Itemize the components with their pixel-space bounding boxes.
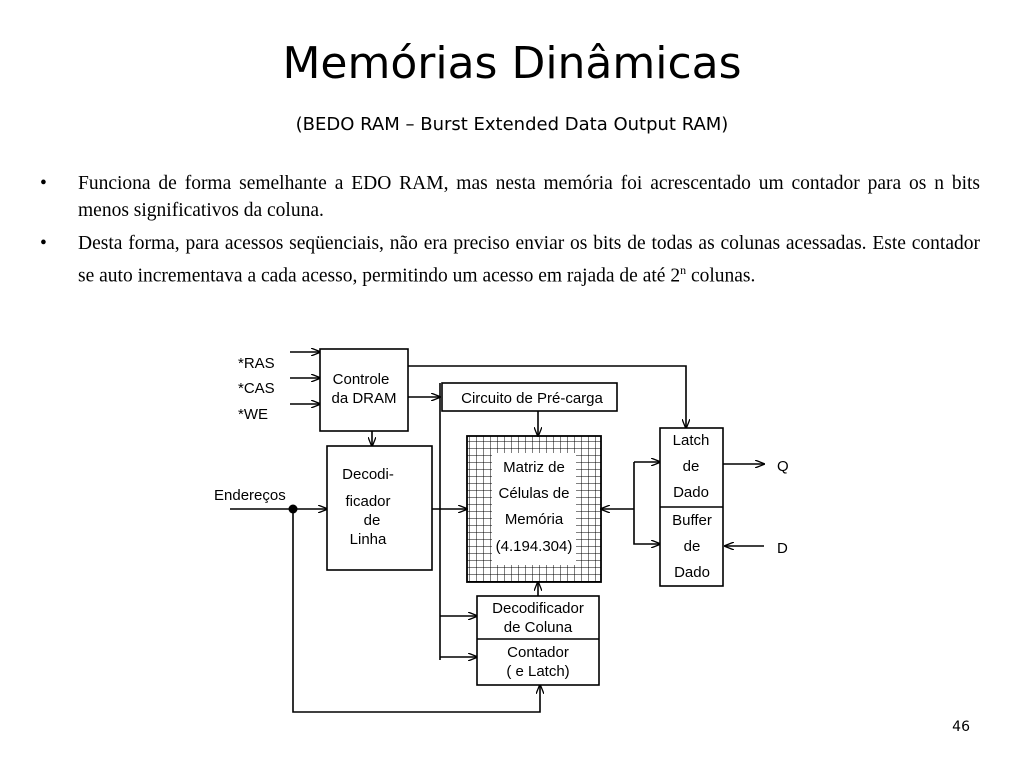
block-column-decoder-counter xyxy=(476,595,600,686)
bullet-text-end: colunas. xyxy=(686,265,756,287)
block-memory-matrix xyxy=(466,435,602,583)
junction-dot xyxy=(288,504,298,514)
row-decoder-label-line2: ficador xyxy=(345,493,390,510)
latch-label-line2: de xyxy=(683,458,700,475)
signal-d-label: D xyxy=(777,540,788,557)
bullet-list: • Funciona de forma semelhante a EDO RAM… xyxy=(40,170,980,296)
bullet-marker: • xyxy=(40,233,47,254)
row-decoder-label-line1: Decodi- xyxy=(342,466,394,483)
signal-q-label: Q xyxy=(777,458,789,475)
slide-title: Memórias Dinâmicas xyxy=(282,38,742,89)
signal-cas-label: *CAS xyxy=(238,380,275,397)
block-latch-buffer xyxy=(659,427,724,587)
slide-subtitle: (BEDO RAM – Burst Extended Data Output R… xyxy=(295,114,729,135)
bullet-text: Desta forma, para acessos seqüenciais, n… xyxy=(78,233,980,287)
row-decoder-label-line4: Linha xyxy=(350,531,387,548)
bullet-item-1: • Funciona de forma semelhante a EDO RAM… xyxy=(40,170,980,224)
buffer-label-line1: Buffer xyxy=(672,512,712,529)
bedo-ram-block-diagram: *RAS *CAS *WE Endereços Q D Controle da … xyxy=(214,342,789,713)
bullet-superscript: n xyxy=(680,263,687,277)
signal-we-label: *WE xyxy=(238,406,268,423)
bullet-text: Funciona de forma semelhante a EDO RAM, … xyxy=(78,173,980,221)
buffer-label-line2: de xyxy=(684,538,701,555)
latch-label-line1: Latch xyxy=(673,432,710,449)
matrix-label-line2: Células de xyxy=(499,485,570,502)
bullet-item-2: • Desta forma, para acessos seqüenciais,… xyxy=(40,230,980,290)
buffer-label-line3: Dado xyxy=(674,564,710,581)
block-row-decoder xyxy=(326,445,433,571)
row-decoder-label-line3: de xyxy=(364,512,381,529)
block-control xyxy=(319,348,409,432)
column-decoder-label-line1: Decodificador xyxy=(492,600,584,617)
address-label: Endereços xyxy=(214,487,286,504)
bullet-marker: • xyxy=(40,173,47,194)
control-label-line2: da DRAM xyxy=(331,390,396,407)
column-decoder-label-line2: de Coluna xyxy=(504,619,573,636)
page-number: 46 xyxy=(952,719,970,735)
block-precharge xyxy=(441,382,618,412)
control-label-line1: Controle xyxy=(333,371,390,388)
signal-ras-label: *RAS xyxy=(238,355,275,372)
counter-label-line1: Contador xyxy=(507,644,569,661)
latch-label-line3: Dado xyxy=(673,484,709,501)
matrix-label-line1: Matriz de xyxy=(503,459,565,476)
matrix-label-line4: (4.194.304) xyxy=(496,538,573,555)
precharge-label: Circuito de Pré-carga xyxy=(461,390,603,407)
counter-label-line2: ( e Latch) xyxy=(506,663,569,680)
matrix-label-line3: Memória xyxy=(505,511,564,528)
